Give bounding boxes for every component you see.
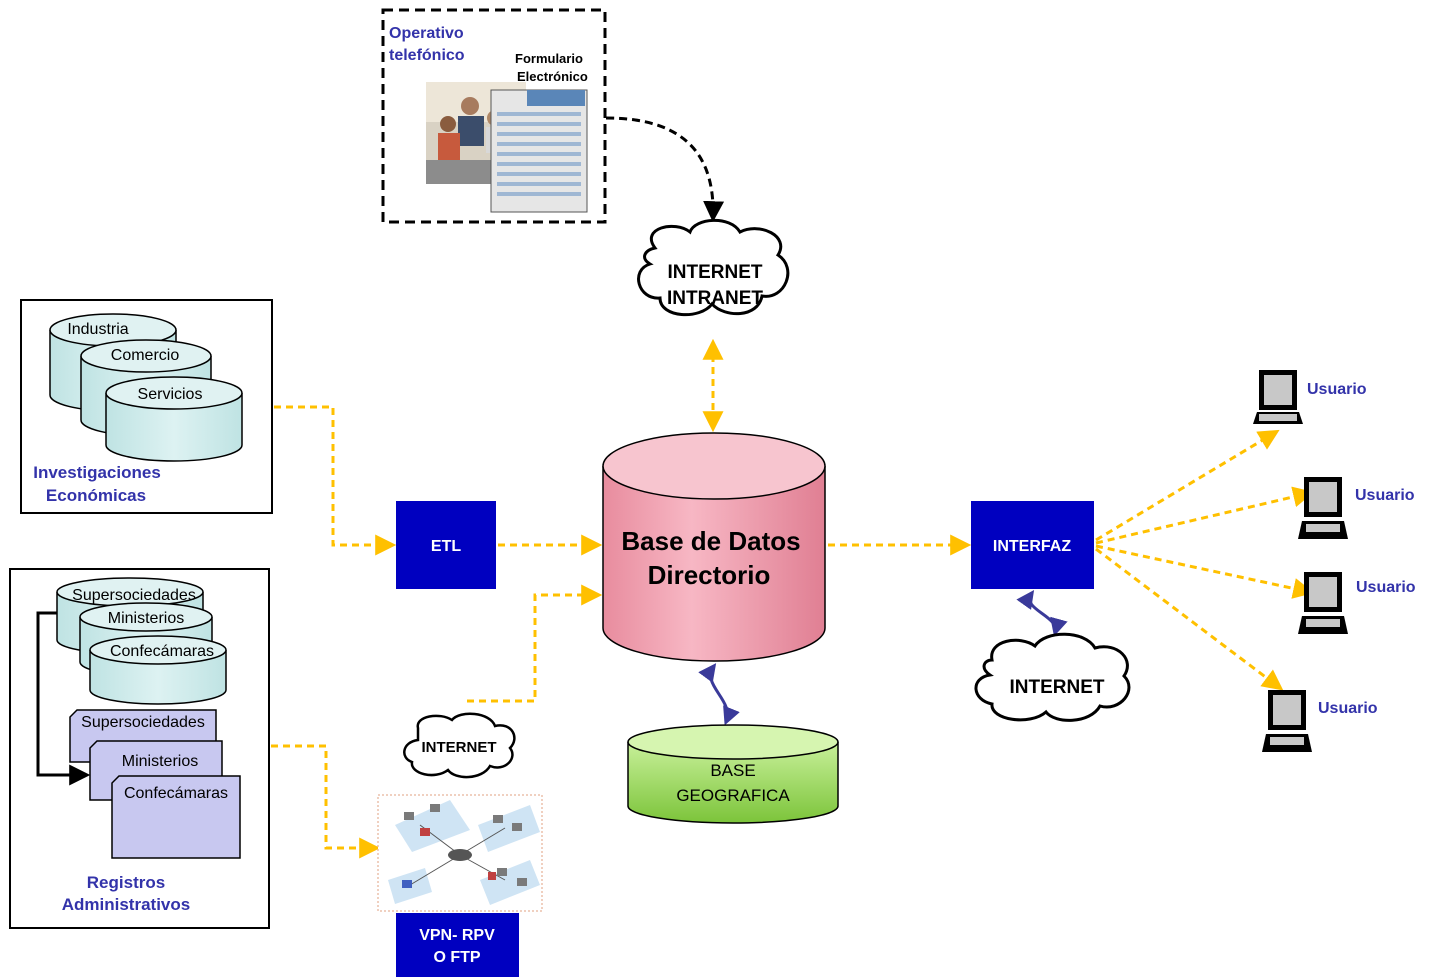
etl-box: ETL	[396, 501, 496, 589]
user-label-3: Usuario	[1356, 579, 1416, 596]
computer-icon	[1262, 690, 1312, 752]
phone-operation-group: Operativo telefónico Formulario Electrón…	[381, 8, 607, 224]
interfaz-to-user-2	[1095, 486, 1315, 545]
cloud-small-label: INTERNET	[422, 739, 497, 756]
cloud-top-line1: INTERNET	[668, 262, 763, 283]
supersociedades-doc-label: Supersociedades	[81, 714, 205, 731]
comercio-label: Comercio	[111, 347, 180, 364]
confecamaras-doc-label: Confecámaras	[124, 785, 228, 802]
investigaciones-label-1: Investigaciones	[33, 463, 161, 482]
supersociedades-db-label: Supersociedades	[72, 587, 196, 604]
cloud-top-line2: INTRANET	[667, 288, 763, 309]
confecamaras-db-icon	[89, 635, 227, 705]
form-label-2: Electrónico	[517, 69, 588, 84]
internet-right-cloud: INTERNET	[974, 632, 1131, 722]
registros-to-vpn	[271, 744, 381, 859]
registros-group: Supersociedades Ministerios Confecámaras…	[9, 568, 270, 929]
registros-internal-arrow	[36, 611, 91, 786]
phone-operation-title-1: Operativo	[389, 25, 464, 42]
servicios-db-icon	[105, 376, 243, 462]
main-db-line1: Base de Datos	[621, 526, 800, 556]
main-database-icon	[602, 432, 826, 662]
internet-small-cloud: INTERNET	[403, 712, 516, 779]
computer-icon	[1253, 370, 1303, 424]
user-computer-3: Usuario	[1298, 572, 1416, 634]
vpn-box: VPN- RPV O FTP	[396, 913, 519, 977]
geographic-database-icon	[627, 724, 839, 824]
user-label-4: Usuario	[1318, 700, 1378, 717]
ministerios-db-label: Ministerios	[108, 610, 184, 627]
form-label-1: Formulario	[515, 51, 583, 66]
investigaciones-to-etl	[274, 405, 397, 556]
registros-label-1: Registros	[87, 873, 165, 892]
main-db-line2: Directorio	[648, 560, 771, 590]
internet-intranet-cloud: INTERNET INTRANET	[637, 218, 790, 317]
confecamaras-doc-icon	[111, 775, 241, 859]
user-computer-1: Usuario	[1253, 370, 1367, 424]
interfaz-to-user-3	[1095, 544, 1315, 599]
computer-icon	[1298, 572, 1348, 634]
registros-label-2: Administrativos	[62, 895, 190, 914]
interfaz-internet-link	[1016, 590, 1068, 637]
interfaz-to-user-1	[1095, 429, 1280, 542]
cloud-right-label: INTERNET	[1010, 677, 1105, 698]
investigaciones-label-2: Económicas	[46, 486, 146, 505]
user-label-2: Usuario	[1355, 487, 1415, 504]
geo-db-line2: GEOGRAFICA	[676, 786, 790, 805]
vpn-line1: VPN- RPV	[419, 927, 495, 944]
confecamaras-db-label: Confecámaras	[110, 643, 214, 660]
computer-icon	[1298, 477, 1348, 539]
vpn-network-diagram	[377, 794, 543, 912]
user-computer-4: Usuario	[1262, 690, 1378, 752]
ministerios-doc-label: Ministerios	[122, 753, 198, 770]
industria-label: Industria	[67, 321, 128, 338]
vpn-to-db	[467, 584, 603, 703]
servicios-label: Servicios	[138, 386, 203, 403]
vpn-line2: O FTP	[433, 949, 480, 966]
user-label-1: Usuario	[1307, 381, 1367, 398]
interfaz-label: INTERFAZ	[993, 538, 1071, 555]
electronic-form-icon	[490, 89, 588, 213]
db-geo-link	[698, 663, 740, 726]
user-computer-2: Usuario	[1298, 477, 1415, 539]
interfaz-to-user-4	[1095, 547, 1284, 691]
phone-operation-title-2: telefónico	[389, 47, 465, 64]
phone-to-internet-arrow	[605, 116, 725, 223]
etl-label: ETL	[431, 538, 461, 555]
investigaciones-group: Industria Comercio Servicios Investigaci…	[20, 299, 273, 514]
interfaz-box: INTERFAZ	[971, 501, 1094, 589]
geo-db-line1: BASE	[710, 761, 755, 780]
